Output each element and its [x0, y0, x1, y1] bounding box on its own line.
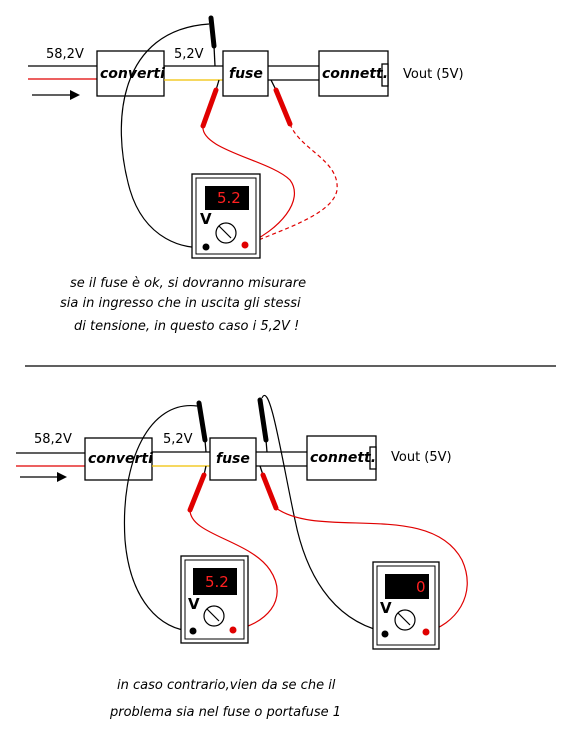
top-direction-arrow — [32, 90, 80, 100]
top-red-probe-out-tip — [273, 87, 293, 127]
bottom-right-multimeter-display — [385, 574, 429, 599]
bottom-left-multimeter-mode-label: V — [188, 595, 200, 613]
top-fuse-box — [222, 50, 269, 97]
bottom-right-multimeter-com-jack — [381, 630, 389, 638]
bottom-left-multimeter-v-jack — [229, 626, 237, 634]
top-input-voltage-label: 58,2V — [46, 47, 84, 62]
top-multimeter-display — [205, 186, 249, 210]
bottom-connector-box — [306, 435, 377, 481]
bottom-input-voltage-label: 58,2V — [34, 432, 72, 447]
bottom-left-multimeter-body-inner — [184, 559, 245, 640]
top-multimeter-v-jack — [241, 241, 249, 249]
bottom-right-black-probe-cable — [261, 394, 386, 633]
bottom-left-red-probe-tip — [187, 472, 207, 513]
top-connector-tab — [381, 63, 389, 87]
top-multimeter: 5.2 V — [191, 173, 261, 259]
bottom-caption-line-1: in caso contrario,vien da se che il — [117, 678, 336, 693]
bottom-right-multimeter-v-jack — [422, 628, 430, 636]
bottom-left-red-probe-cable — [189, 509, 278, 631]
top-multimeter-value: 5.2 — [217, 189, 241, 207]
top-caption-line-3: di tensione, in questo caso i 5,2V ! — [74, 319, 299, 334]
bottom-right-multimeter: 0 V — [372, 561, 440, 650]
bottom-left-black-probe-needle — [204, 439, 207, 453]
top-black-probe-needle — [213, 45, 216, 67]
top-caption-line-1: se il fuse è ok, si dovranno misurare — [70, 276, 306, 291]
bottom-left-multimeter-display — [193, 568, 237, 595]
bottom-fuse-box — [209, 437, 257, 481]
bottom-right-multimeter-dial-needle — [397, 612, 411, 626]
bottom-direction-arrow — [20, 472, 67, 482]
top-connector-label: connett. — [322, 66, 388, 82]
bottom-right-red-probe-tip — [260, 472, 279, 511]
top-multimeter-body-inner — [195, 177, 257, 255]
bottom-right-black-probe-tip — [257, 397, 269, 443]
bottom-vout-label: Vout (5V) — [391, 450, 452, 465]
top-multimeter-mode-label: V — [200, 210, 212, 228]
bottom-right-multimeter-mode-label: V — [380, 599, 392, 617]
top-mid-voltage-label: 5,2V — [174, 47, 204, 62]
bottom-connector-label: connett. — [310, 450, 376, 466]
top-black-probe-tip — [208, 15, 217, 49]
top-red-probe-in-tip — [200, 87, 219, 129]
bottom-caption-line-2: problema sia nel fuse o portafuse 1 — [109, 705, 341, 720]
top-connector-box — [318, 50, 389, 97]
top-multimeter-com-jack — [202, 243, 210, 251]
bottom-fuse-label: fuse — [216, 451, 250, 467]
bottom-left-multimeter-value: 5.2 — [205, 573, 229, 591]
top-fuse-label: fuse — [229, 66, 263, 82]
bottom-section: 58,2V converti 5,2V fuse connett. Vout (… — [16, 394, 468, 720]
top-section: 58,2V converti 5,2V fuse connett. Vout (… — [28, 15, 464, 334]
bottom-converter-label: converti — [88, 451, 153, 467]
bottom-mid-voltage-label: 5,2V — [163, 432, 193, 447]
bottom-left-multimeter-com-jack — [189, 627, 197, 635]
top-converter-box — [96, 50, 165, 97]
bottom-left-black-probe-tip — [196, 400, 208, 443]
bottom-right-red-probe-cable — [275, 507, 468, 633]
bottom-left-multimeter: 5.2 V — [180, 555, 249, 644]
bottom-connector-tab — [369, 446, 377, 470]
top-vout-label: Vout (5V) — [403, 67, 464, 82]
bottom-right-multimeter-body-inner — [376, 565, 436, 646]
bottom-converter-box — [84, 437, 153, 481]
bottom-left-black-probe-cable — [123, 405, 198, 632]
bottom-right-multimeter-value: 0 — [416, 578, 426, 596]
top-red-probe-in-cable — [202, 125, 295, 246]
bottom-right-black-probe-needle — [265, 439, 268, 453]
top-red-probe-out-cable — [246, 123, 338, 246]
top-black-probe-cable — [120, 23, 210, 249]
top-multimeter-dial-needle — [218, 225, 232, 239]
top-caption-line-2: sia in ingresso che in uscita gli stessi — [60, 296, 301, 311]
bottom-left-multimeter-dial-needle — [206, 608, 220, 622]
